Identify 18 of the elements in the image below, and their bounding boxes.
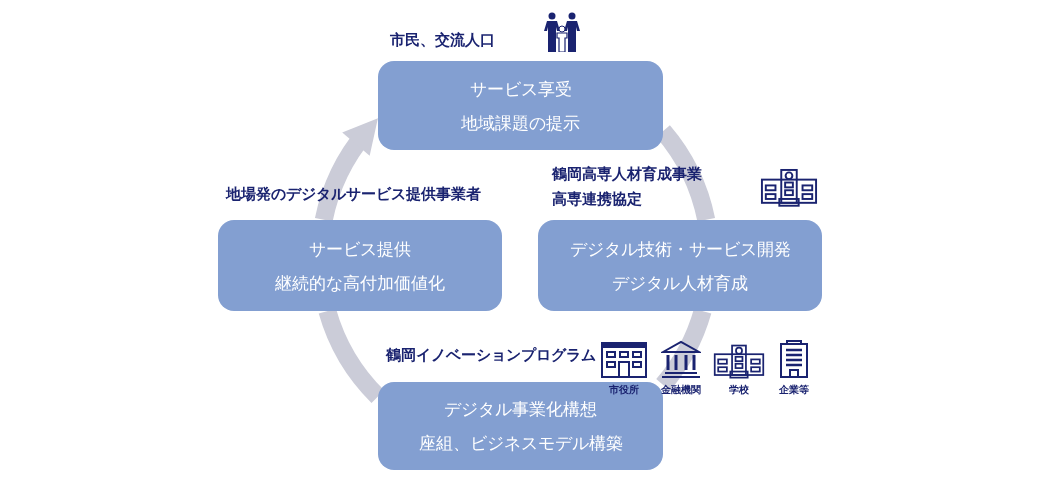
box-text: 継続的な高付加価値化	[275, 271, 445, 295]
icon-caption: 企業等	[779, 383, 809, 397]
box-text: デジタル事業化構想	[444, 398, 597, 421]
heading-text: 地場発のデジタルサービス提供事業者	[226, 184, 481, 204]
cycle-arrow	[315, 117, 378, 223]
box-text: デジタル人材育成	[612, 271, 748, 295]
heading-text: 市民、交流人口	[390, 30, 495, 50]
heading-text: 鶴岡イノベーションプログラム	[386, 345, 596, 365]
icon-caption: 学校	[729, 383, 749, 397]
box-text: 座組、ビジネスモデル構築	[418, 432, 623, 455]
heading-text: 高専連携協定	[552, 189, 642, 209]
box-text: 地域課題の提示	[461, 111, 580, 135]
icon-caption: 市役所	[609, 383, 639, 397]
icon-caption: 金融機関	[661, 383, 701, 397]
heading-text: 鶴岡高専人材育成事業	[552, 164, 702, 184]
box-text: デジタル技術・サービス開発	[569, 237, 791, 261]
box-text: サービス享受	[469, 77, 572, 101]
box-text: サービス提供	[309, 237, 411, 261]
